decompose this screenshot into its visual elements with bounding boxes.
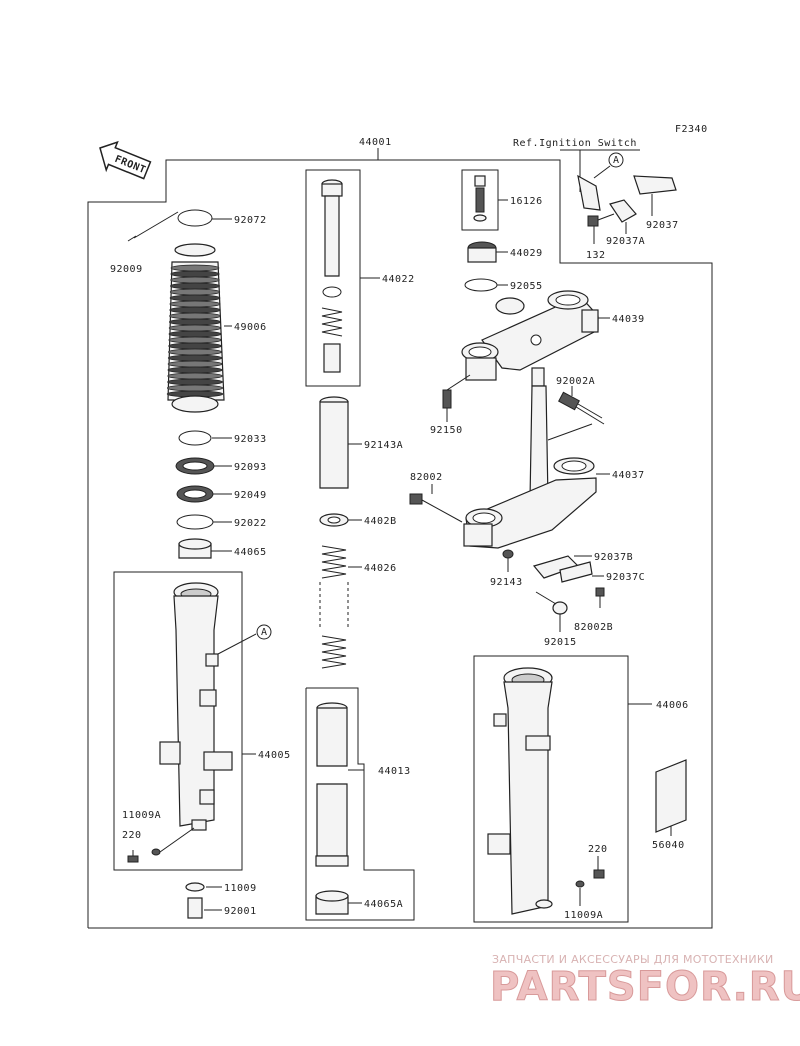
boot-rib [166,384,224,392]
seal-stack [175,430,232,559]
label-92049: 92049 [234,490,267,501]
label-92150: 92150 [430,425,463,436]
boot-rib [170,270,220,278]
boot-rib [169,300,221,308]
label-44006: 44006 [656,700,689,711]
figure-code: F2340 [675,124,708,135]
label-92037c: 92037C [606,572,645,583]
ignition-switch-bracket [560,149,677,244]
label-92033: 92033 [234,434,267,445]
drain-bolt-parts [185,882,222,919]
boot-rib [167,360,223,368]
upper-bracket-44039 [442,290,610,422]
label-92015: 92015 [544,637,577,648]
outer-tube-44005 [113,571,272,871]
front-arrow-icon: FRONT [99,140,152,180]
label-220-right: 220 [588,844,608,855]
label-92037: 92037 [646,220,679,231]
label-56040 [655,759,687,836]
label-92037a: 92037A [606,236,645,247]
ref-note: Ref.Ignition Switch [513,138,637,149]
watermark-tagline: ЗАПЧАСТИ И АКСЕССУАРЫ ДЛЯ МОТОТЕХНИКИ [492,953,774,966]
label-92143a: 92143A [364,440,403,451]
boot-rib [169,306,221,314]
callout-a-left: A [261,627,268,638]
steering-stem-44037 [409,367,610,549]
label-11009a-right: 11009A [564,910,603,921]
label-44001: 44001 [359,137,392,148]
label-92002a: 92002A [556,376,595,387]
label-92072: 92072 [234,215,267,226]
boot-rib [167,372,223,380]
inner-pipe-92143A [319,396,362,527]
inner-tube-44013 [305,687,415,921]
label-220-left: 220 [122,830,142,841]
label-44026: 44026 [364,563,397,574]
label-44013: 44013 [378,766,411,777]
boot-rib [168,342,222,350]
boot-rib [169,312,221,320]
boot-rib [169,288,221,296]
fork-spring-44026 [319,545,362,669]
label-44029: 44029 [510,248,543,259]
assembly-boundary [87,148,713,929]
boot-rib [169,294,221,302]
label-44022: 44022 [382,274,415,285]
rebound-spring [321,307,343,337]
boot-rib [170,264,220,272]
label-92001: 92001 [224,906,257,917]
label-44065a: 44065A [364,899,403,910]
boot-rib [168,348,222,356]
label-16126: 16126 [510,196,543,207]
label-44065: 44065 [234,547,267,558]
boot-rib [168,318,222,326]
top-cap-44029 [464,241,508,292]
damper-rod-44022 [305,169,380,387]
label-44039: 44039 [612,314,645,325]
callout-a-top: A [613,155,620,166]
label-11009a-left: 11009A [122,810,161,821]
watermark-brand: PARTSFOR.RU [490,964,800,1010]
label-92055: 92055 [510,281,543,292]
boot-rib [167,354,223,362]
label-4402b: 4402B [364,516,397,527]
label-92022: 92022 [234,518,267,529]
boot-rib [170,276,220,284]
label-11009: 11009 [224,883,257,894]
boot-rib [170,282,220,290]
label-92093: 92093 [234,462,267,473]
label-92143: 92143 [490,577,523,588]
label-49006: 49006 [234,322,267,333]
air-valve-16126 [461,169,508,231]
label-44037: 44037 [612,470,645,481]
dust-boot-49006 [166,243,232,413]
boot-rib [168,336,222,344]
label-132: 132 [586,250,606,261]
outer-tube-44006 [473,655,652,923]
label-44005: 44005 [258,750,291,761]
boot-rib [167,366,223,374]
clamp-92072 [127,209,232,242]
label-92037b: 92037B [594,552,633,563]
label-82002: 82002 [410,472,443,483]
boot-rib [167,378,223,386]
brake-hose-clamps [502,549,605,632]
label-92009: 92009 [110,264,143,275]
label-82002b: 82002B [574,622,613,633]
boot-rib [168,324,222,332]
label-56040: 56040 [652,840,685,851]
boot-rib [168,330,222,338]
